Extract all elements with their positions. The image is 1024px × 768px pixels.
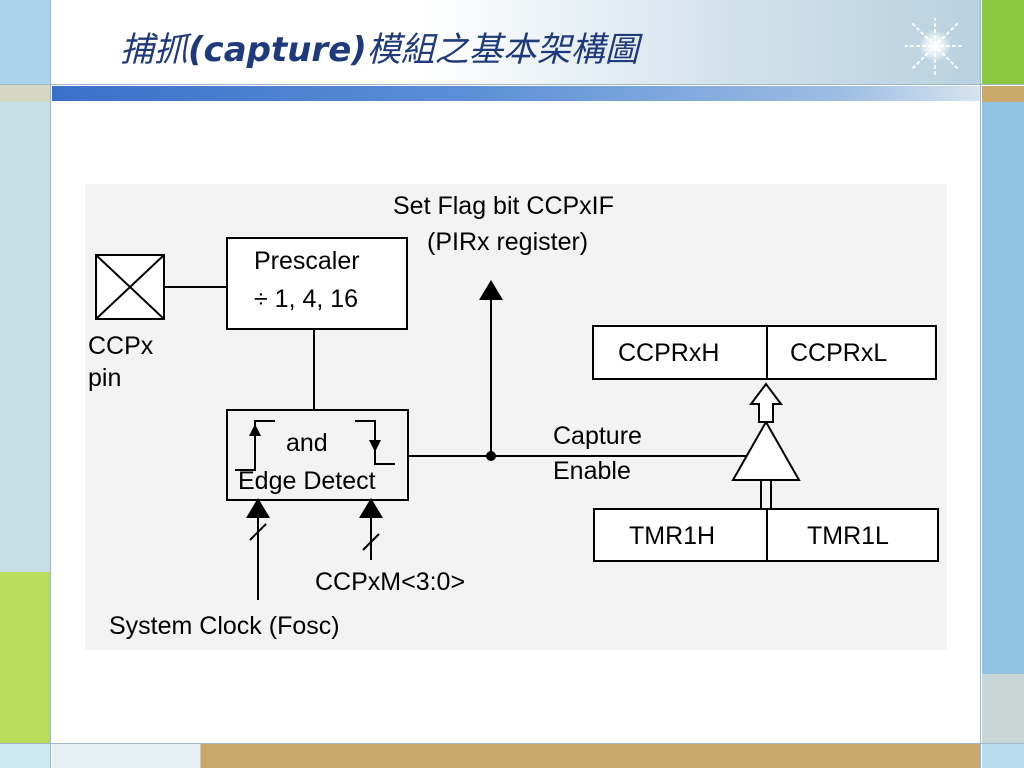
ccpr-register-divider — [766, 327, 768, 378]
sparkle-icon — [905, 18, 965, 77]
capture-enable-label-line2: Enable — [553, 457, 631, 485]
frame-left-top-block — [0, 0, 50, 84]
flag-label-line2: (PIRx register) — [427, 228, 589, 256]
tmr1-register: TMR1H TMR1L — [593, 508, 939, 562]
junction-dot — [486, 451, 496, 461]
frame-divider-bottom — [0, 743, 1024, 744]
frame-right-gray-block — [982, 674, 1024, 744]
prescaler-block: Prescaler ÷ 1, 4, 16 — [226, 237, 408, 330]
prescaler-label: Prescaler — [254, 247, 360, 275]
tmr1-high-label: TMR1H — [629, 522, 716, 550]
tmr1-register-divider — [766, 510, 768, 560]
slide-title-suffix: 模組之基本架構圖 — [366, 30, 639, 70]
capture-enable-label-line1: Capture — [553, 422, 642, 450]
slide-title-capture: (capture) — [188, 30, 367, 70]
ccpx-pin-label-line2: pin — [88, 364, 122, 392]
ccpr-low-label: CCPRxL — [790, 339, 888, 367]
slide-title-prefix: 捕抓 — [120, 30, 188, 70]
flag-label-line1: Set Flag bit CCPxIF — [393, 192, 614, 220]
diagram-connectors — [165, 280, 801, 600]
frame-left-middle-block — [0, 102, 50, 572]
frame-divider-top — [0, 84, 1024, 85]
frame-right-tan-block — [982, 86, 1024, 102]
frame-divider-right — [980, 0, 981, 768]
edge-detect-block: and Edge Detect — [226, 409, 409, 501]
frame-left-green-block — [0, 572, 50, 744]
ccpx-pin-label-line1: CCPx — [88, 332, 154, 360]
title-bar — [52, 0, 980, 84]
capture-block-diagram: CCPx pin Prescaler ÷ 1, 4, 16 and Edge D… — [85, 184, 947, 650]
frame-right-blue-block — [982, 102, 1024, 674]
prescaler-ratio: ÷ 1, 4, 16 — [254, 285, 359, 313]
ccpx-pin-icon — [95, 254, 165, 320]
ccpxm-mode-bits-label: CCPxM<3:0> — [315, 568, 466, 596]
edge-detect-label-line1: and — [286, 429, 328, 457]
tmr1-low-label: TMR1L — [807, 522, 889, 550]
system-clock-label: System Clock (Fosc) — [109, 612, 340, 640]
frame-right-green-block — [982, 0, 1024, 84]
frame-left-band — [0, 84, 50, 102]
frame-divider-left — [50, 0, 51, 768]
frame-left-bottom-block — [0, 744, 50, 768]
title-underline-strip — [52, 86, 980, 101]
bottom-bar — [52, 744, 980, 768]
ccpr-high-label: CCPRxH — [618, 339, 720, 367]
ccpr-register: CCPRxH CCPRxL — [592, 325, 937, 380]
edge-detect-label-line2: Edge Detect — [238, 467, 376, 495]
frame-right-bottom-block — [982, 744, 1024, 768]
slide-title: 捕抓(capture)模組之基本架構圖 — [120, 22, 639, 71]
